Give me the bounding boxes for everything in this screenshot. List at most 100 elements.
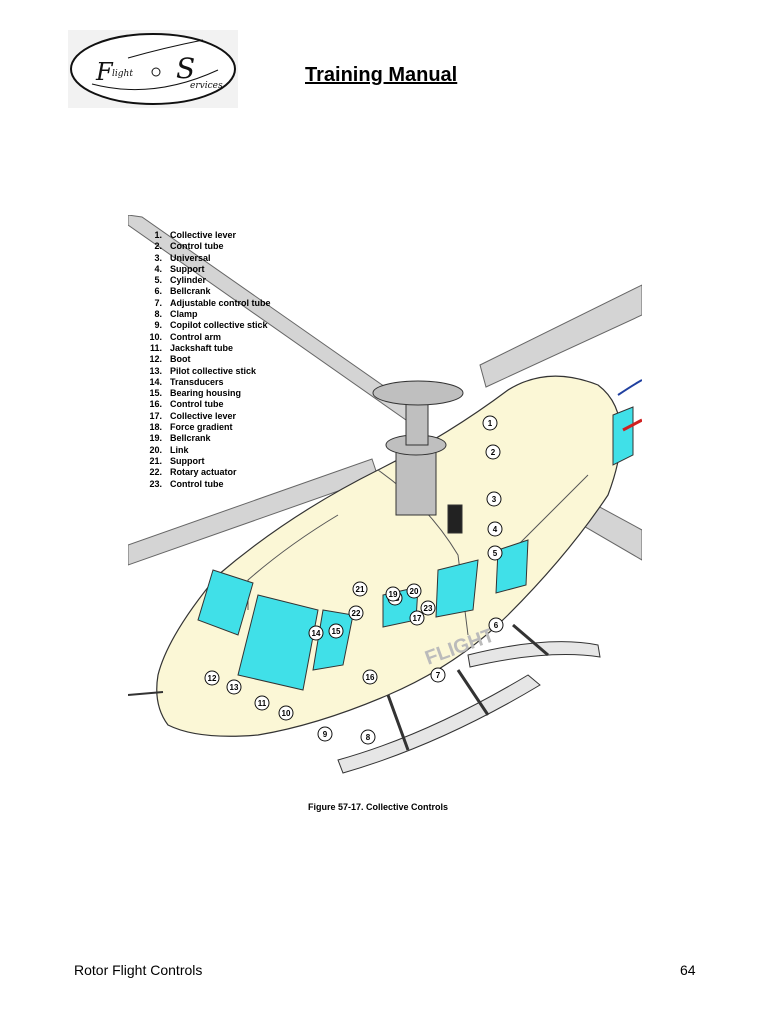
callout-number: 9 [323,730,328,739]
legend-item: 1. Collective lever [138,230,271,241]
figure-caption: Figure 57-17. Collective Controls [307,802,449,812]
callout-number: 10 [282,709,291,718]
legend-item-label: Control tube [170,241,224,252]
legend-item: 3. Universal [138,253,271,264]
callout-circle [317,726,333,742]
legend-item: 9. Copilot collective stick [138,320,271,331]
callout-circle [409,610,425,626]
legend-item-number: 20. [149,444,162,455]
callout-circle [360,729,376,745]
callout-number: 22 [352,609,361,618]
legend-item-label: Force gradient [170,422,233,433]
callout-number: 3 [492,495,497,504]
legend-item-label: Clamp [170,309,198,320]
legend-item-number: 18. [149,422,162,433]
callout-circle [385,586,401,602]
callout-number: 12 [208,674,217,683]
legend-item-number: 3. [154,252,162,263]
legend-item-number: 6. [154,286,162,297]
legend-item: 22. Rotary actuator [138,467,271,478]
legend-item-number: 10. [149,331,162,342]
callout-circle [362,669,378,685]
legend-item: 16. Control tube [138,399,271,410]
legend-item: 18. Force gradient [138,422,271,433]
svg-text:F: F [95,58,114,86]
parts-legend: 1. Collective lever 2. Control tube 3. Univer… [138,230,271,490]
legend-item-number: 1. [154,230,162,240]
helicopter-collective-controls-diagram: FLIGHT 123456789121314151617181920212223… [128,215,642,774]
legend-item-number: 22. [149,467,162,478]
legend-item-number: 23. [149,478,162,489]
callout-number: 13 [230,683,239,692]
callout-number: 19 [389,590,398,599]
callout-number: 20 [410,587,419,596]
svg-text:ervices: ervices [190,81,223,91]
callout-number: 16 [366,673,375,682]
legend-item: 11. Jackshaft tube [138,343,271,354]
legend-item-label: Control arm [170,331,222,342]
callout-circle [482,415,498,431]
legend-item: 12.Boot [138,354,271,365]
legend-item: 4. Support [138,264,271,275]
legend-item: 23. Control tube [138,479,271,490]
callout-circle [204,670,220,686]
legend-item-label: Adjustable control tube [170,297,271,308]
callout-circle [328,623,344,639]
legend-item: 10. Control arm [138,332,271,343]
callout-circle [485,444,501,460]
flight-services-logo: F light S ervices [68,30,238,108]
callout-circle [348,605,364,621]
legend-item-label: Support [170,263,205,274]
legend-item: 6. Bellcrank [138,286,271,297]
legend-item-number: 14. [149,376,162,387]
legend-item-label: Collective lever [170,410,237,421]
svg-text:S: S [176,52,195,85]
legend-item-number: 4. [154,263,162,274]
callout-number: 15 [332,627,341,636]
legend-item-label: Pilot collective stick [170,365,257,376]
callout-circle [487,521,503,537]
legend-item-label: Bellcrank [170,286,211,297]
legend-item-label: Cylinder [170,275,207,286]
legend-item-label: Jackshaft tube [170,342,234,353]
legend-item: 5. Cylinder [138,275,271,286]
legend-item-number: 2. [154,241,162,252]
callout-number: 5 [493,549,498,558]
legend-item-number: 15. [149,388,162,399]
legend-item: 15.Bearing housing [138,388,271,399]
legend-item-number: 19. [149,433,162,444]
callout-number: 11 [258,699,267,708]
callout-number: 1 [488,419,493,428]
page-title: Training Manual [305,64,458,86]
legend-item: 7.Adjustable control tube [138,297,271,309]
legend-item-number: 8. [154,309,162,320]
legend-item-number: 16. [149,399,162,410]
legend-item: 2. Control tube [138,241,271,252]
callout-circle [420,600,436,616]
callout-number: 14 [312,629,321,638]
legend-item-number: 5. [154,275,162,286]
svg-text:light: light [112,69,133,79]
legend-item-label: Link [170,444,189,455]
legend-item-label: Rotary actuator [170,467,237,478]
footer-page-number: 64 [680,962,696,978]
legend-item-label: Control tube [170,478,224,489]
legend-item-number: 9. [154,320,162,331]
legend-item-label: Transducers [170,376,224,387]
callout-circle [352,581,368,597]
callout-circle [488,617,504,633]
callout-circle [254,695,270,711]
legend-item-number: 11. [149,342,162,353]
callout-number: 8 [366,733,371,742]
legend-item-label: Collective lever [170,230,237,240]
legend-item-number: 21. [149,455,162,466]
callout-circle [308,625,324,641]
legend-item-number: 13. [149,365,162,376]
legend-item-label: Control tube [170,399,224,410]
callout-number: 23 [424,604,433,613]
legend-item-label: Copilot collective stick [170,320,268,331]
legend-item-label: Universal [170,252,211,263]
callout-number: 4 [493,525,498,534]
legend-item: 8. Clamp [138,309,271,320]
callout-number: 2 [491,448,496,457]
